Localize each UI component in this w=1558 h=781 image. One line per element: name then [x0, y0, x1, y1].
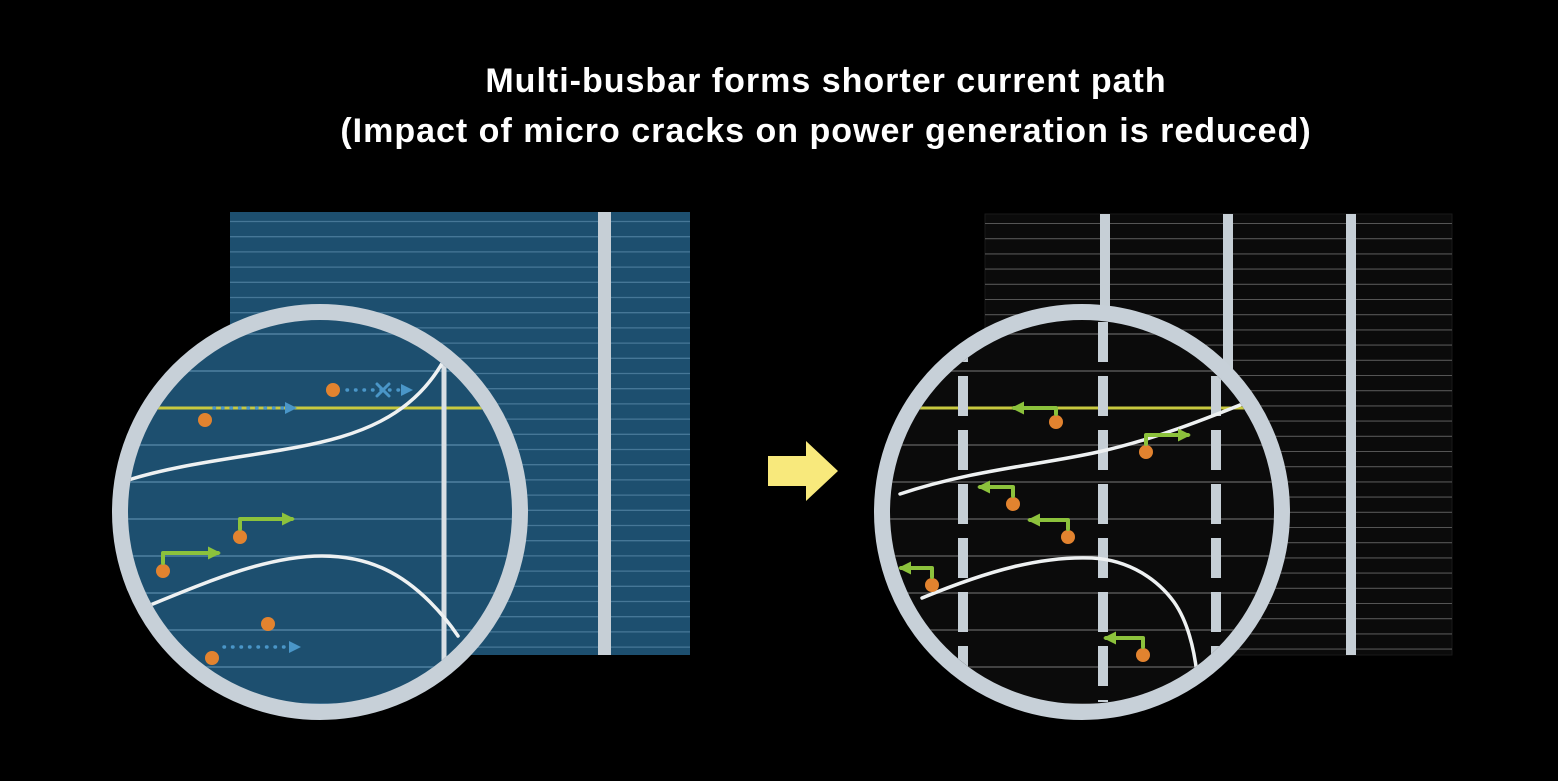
short-current-path-arrow	[1103, 631, 1145, 649]
electron-dot	[925, 578, 939, 592]
title-line-2: (Impact of micro cracks on power generat…	[340, 112, 1312, 150]
short-current-path-arrow	[898, 561, 934, 579]
blocked-x-mark	[375, 382, 391, 398]
electron-dot	[1139, 445, 1153, 459]
short-current-path-arrow	[1011, 401, 1058, 416]
electron-dot	[1006, 497, 1020, 511]
transition-arrow-icon	[768, 441, 838, 501]
magnifier-standard	[112, 304, 528, 720]
standard-cell-busbar	[598, 212, 611, 655]
short-current-path-arrow	[161, 546, 221, 565]
short-current-path-arrow	[1144, 428, 1191, 446]
magnifier-multi	[874, 304, 1290, 720]
short-current-path-arrow	[977, 480, 1015, 498]
electron-dot	[156, 564, 170, 578]
electron-dot	[1136, 648, 1150, 662]
magnifier-multi-content	[890, 322, 1274, 704]
electron-dot	[326, 383, 340, 397]
electron-dot	[1049, 415, 1063, 429]
short-current-path-arrow	[238, 512, 295, 531]
magnifier-ring	[112, 304, 528, 720]
crack-line	[128, 358, 446, 484]
electron-dot	[198, 413, 212, 427]
crack-line	[920, 556, 1199, 676]
crack-line	[128, 554, 460, 638]
electron-dot	[261, 617, 275, 631]
magnifier-ring	[874, 304, 1290, 720]
multi-cell-busbar	[1346, 214, 1356, 655]
magnifier-standard-lens	[124, 316, 516, 708]
electron-dot	[205, 651, 219, 665]
electron-dot	[1061, 530, 1075, 544]
short-current-path-arrow	[1027, 513, 1070, 531]
figure-title: Multi-busbar forms shorter current path …	[95, 56, 1557, 156]
magnified-busbar-segments	[958, 322, 1221, 702]
crack-line	[898, 394, 1264, 496]
electron-dot	[233, 530, 247, 544]
title-line-1: Multi-busbar forms shorter current path	[485, 62, 1167, 100]
